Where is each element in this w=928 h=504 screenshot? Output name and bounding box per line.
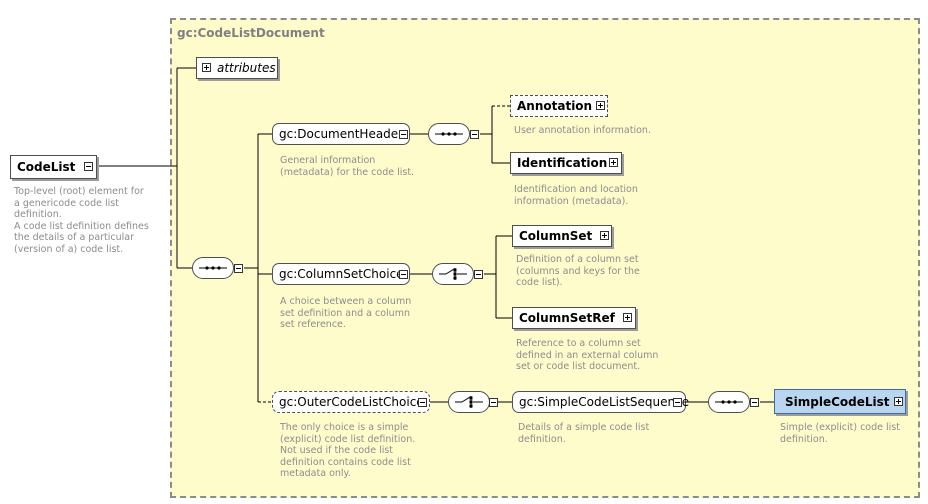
group-title: gc:CodeListDocument [177, 26, 325, 40]
outer-code-list-choice-group[interactable]: gc:OuterCodeListChoice [272, 391, 430, 413]
document-header-annotation: General information (metadata) for the c… [280, 155, 415, 178]
simple-code-list-sequence-label: gc:SimpleCodeListSequence [519, 395, 690, 409]
annotation-element[interactable]: Annotation [510, 95, 608, 117]
column-set-ref-annotation: Reference to a column set defined in an … [516, 338, 659, 372]
attributes-label: attributes [217, 61, 276, 75]
outer-code-list-choice-label: gc:OuterCodeListChoice [279, 395, 424, 409]
column-set-ref-label: ColumnSetRef [519, 311, 615, 325]
expand-icon[interactable] [623, 313, 632, 322]
column-set-choice-annotation: A choice between a column set definition… [280, 296, 412, 330]
attributes-box[interactable]: attributes [196, 57, 278, 79]
column-set-label: ColumnSet [519, 229, 593, 243]
sequence-dots-icon [715, 400, 743, 404]
collapse-icon[interactable] [489, 398, 498, 407]
collapse-icon[interactable] [470, 130, 479, 139]
choice-switch-icon [455, 396, 483, 408]
annotation-label: Annotation [517, 99, 593, 113]
column-set-element[interactable]: ColumnSet [512, 225, 612, 247]
simple-code-list-annotation: Simple (explicit) code list definition. [780, 422, 900, 445]
simple-code-list-sequence-group[interactable]: gc:SimpleCodeListSequence [512, 391, 690, 413]
collapse-icon[interactable] [399, 130, 408, 139]
choice-switch-icon [439, 268, 467, 280]
collapse-icon[interactable] [234, 264, 243, 273]
choice-compositor-icon [448, 391, 490, 413]
sequence-compositor-icon [428, 123, 470, 145]
column-set-annotation: Definition of a column set (columns and … [516, 254, 640, 288]
collapse-icon[interactable] [474, 270, 483, 279]
column-set-choice-label: gc:ColumnSetChoice [279, 267, 404, 281]
codelist-annotation: Top-level (root) element for a genericod… [14, 186, 149, 255]
expand-icon[interactable] [202, 63, 211, 72]
document-header-label: gc:DocumentHeader [279, 127, 404, 141]
sequence-compositor-icon [192, 257, 234, 279]
sequence-dots-icon [435, 132, 463, 136]
column-set-ref-element[interactable]: ColumnSetRef [512, 307, 636, 329]
sequence-compositor-icon [708, 391, 750, 413]
expand-icon[interactable] [596, 101, 605, 110]
document-header-group[interactable]: gc:DocumentHeader [272, 123, 410, 145]
simple-code-list-sequence-annotation: Details of a simple code list definition… [518, 422, 650, 445]
choice-compositor-icon [432, 263, 474, 285]
collapse-icon[interactable] [750, 398, 759, 407]
codelist-label: CodeList [17, 160, 76, 174]
expand-icon[interactable] [600, 231, 609, 240]
collapse-icon[interactable] [84, 162, 93, 171]
sequence-dots-icon [199, 266, 227, 270]
identification-annotation: Identification and location information … [514, 184, 638, 207]
collapse-icon[interactable] [399, 270, 408, 279]
identification-label: Identification [517, 156, 608, 170]
expand-icon[interactable] [894, 397, 903, 406]
codelist-element[interactable]: CodeList [10, 155, 97, 179]
annotation-annotation: User annotation information. [514, 125, 651, 136]
column-set-choice-group[interactable]: gc:ColumnSetChoice [272, 263, 410, 285]
outer-code-list-choice-annotation: The only choice is a simple (explicit) c… [280, 422, 416, 479]
simple-code-list-element[interactable]: SimpleCodeList [774, 389, 906, 414]
simple-code-list-label: SimpleCodeList [785, 394, 890, 409]
collapse-icon[interactable] [418, 398, 427, 407]
expand-icon[interactable] [609, 158, 618, 167]
collapse-icon[interactable] [673, 398, 682, 407]
identification-element[interactable]: Identification [510, 152, 622, 174]
